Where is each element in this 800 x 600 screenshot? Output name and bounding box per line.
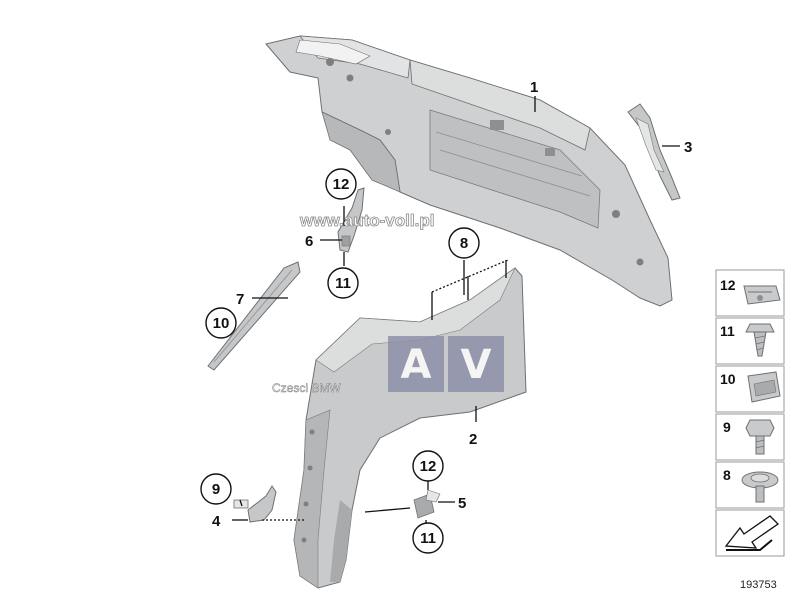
callout-7-label: 7 [236,291,244,308]
callout-7: 7 [236,291,244,308]
legend-item-9: 9 [715,413,785,461]
callout-5-label: 5 [458,495,466,512]
fastener-legend: 12 11 10 [715,269,785,557]
clip-nut-icon [743,285,781,305]
callout-3-label: 3 [684,139,692,156]
legend-item-9-number: 9 [723,419,731,435]
av-logo-right-letter: V [461,342,492,388]
legend-item-8-number: 8 [723,467,731,483]
callout-1: 1 [530,79,538,96]
callout-10-label: 10 [213,315,230,332]
watermark-caption: Czesci BMW [272,381,341,395]
callout-4: 4 [212,513,221,530]
legend-item-8: 8 [715,461,785,509]
callout-4-label: 4 [212,513,221,530]
washer-screw-icon [741,471,779,503]
callout-12-upper-label: 12 [333,176,350,193]
legend-footer-tile [715,509,785,557]
callout-10: 10 [205,307,237,339]
hex-bolt-icon [745,419,775,455]
trim-strip-part [207,261,301,371]
self-tapping-screw-icon [745,323,775,357]
diagram-id: 193753 [740,579,777,591]
leader-lines [232,96,680,526]
watermark-site-text: www.auto-voll.pl [299,211,434,230]
callout-3: 3 [684,139,692,156]
callout-2-label: 2 [469,431,477,448]
callout-6: 6 [305,233,313,250]
spring-clip-icon [747,371,781,403]
callout-6-label: 6 [305,233,313,250]
av-logo: A V [388,336,504,392]
side-bracket-part [627,103,681,201]
lower-bracket-part [233,485,277,523]
callout-11-upper-label: 11 [335,275,351,292]
legend-item-12: 12 [715,269,785,317]
callout-2: 2 [469,431,477,448]
legend-item-12-number: 12 [720,277,736,293]
callout-11-lower: 11 [412,522,444,554]
side-panel-part [293,267,527,589]
callout-1-label: 1 [530,79,538,96]
arrow-icon [724,515,780,551]
callout-11-lower-label: 11 [420,530,436,547]
callout-12-lower-label: 12 [420,458,437,475]
callout-8-label: 8 [460,235,468,252]
callout-8: 8 [448,227,480,259]
callout-9: 9 [200,473,232,505]
legend-item-10-number: 10 [720,371,736,387]
small-plate-part [413,489,441,519]
callout-5: 5 [458,495,466,512]
callout-9-label: 9 [212,481,220,498]
callout-11-upper: 11 [327,267,359,299]
legend-item-11: 11 [715,317,785,365]
callout-12-upper: 12 [325,168,357,200]
av-logo-left-letter: A [401,342,432,388]
watermark: www.auto-voll.pl A V Czesci BMW [272,211,504,395]
callout-12-lower: 12 [412,450,444,482]
legend-item-10: 10 [715,365,785,413]
rear-panel-part [265,35,673,307]
legend-item-11-number: 11 [720,323,735,339]
small-bracket-part [337,187,365,253]
